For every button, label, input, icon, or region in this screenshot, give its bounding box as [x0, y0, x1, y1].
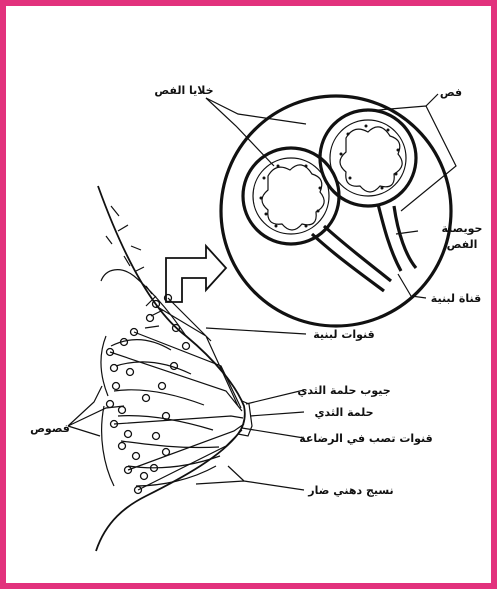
- label-lobule: فص: [440, 86, 462, 99]
- label-fatty-tissue: نسيج دهني ضار: [307, 484, 393, 497]
- label-alveoli-cells: خلايا الفص: [154, 84, 213, 97]
- fatty-tissue-texture: [106, 206, 152, 294]
- label-alveolus-1: حويصلة: [442, 222, 483, 235]
- label-milk-ducts: قنوات لبنية: [313, 328, 375, 341]
- label-alveolus-2: الفص: [447, 238, 478, 251]
- label-lactiferous-duct-small: قناة لبنية: [431, 292, 481, 305]
- label-lobes: فصوص: [30, 422, 70, 435]
- diagram-frame: فص خلايا الفص حويصلة الفص قناة لبنية قنو…: [6, 6, 491, 583]
- breast-anatomy-diagram: فص خلايا الفص حويصلة الفص قناة لبنية قنو…: [6, 6, 491, 583]
- label-lactiferous-sinus: جيوب حلمة الثدي: [297, 384, 390, 397]
- label-nipple: حلمة الثدي: [314, 406, 373, 419]
- magnified-lobule: [221, 96, 451, 326]
- magnify-arrow: [166, 246, 226, 302]
- gland-bulbs: [107, 295, 190, 494]
- label-ducts-to-nipple: قنوات تصب في الرضاعة: [299, 432, 433, 445]
- breast-outline: [96, 186, 252, 551]
